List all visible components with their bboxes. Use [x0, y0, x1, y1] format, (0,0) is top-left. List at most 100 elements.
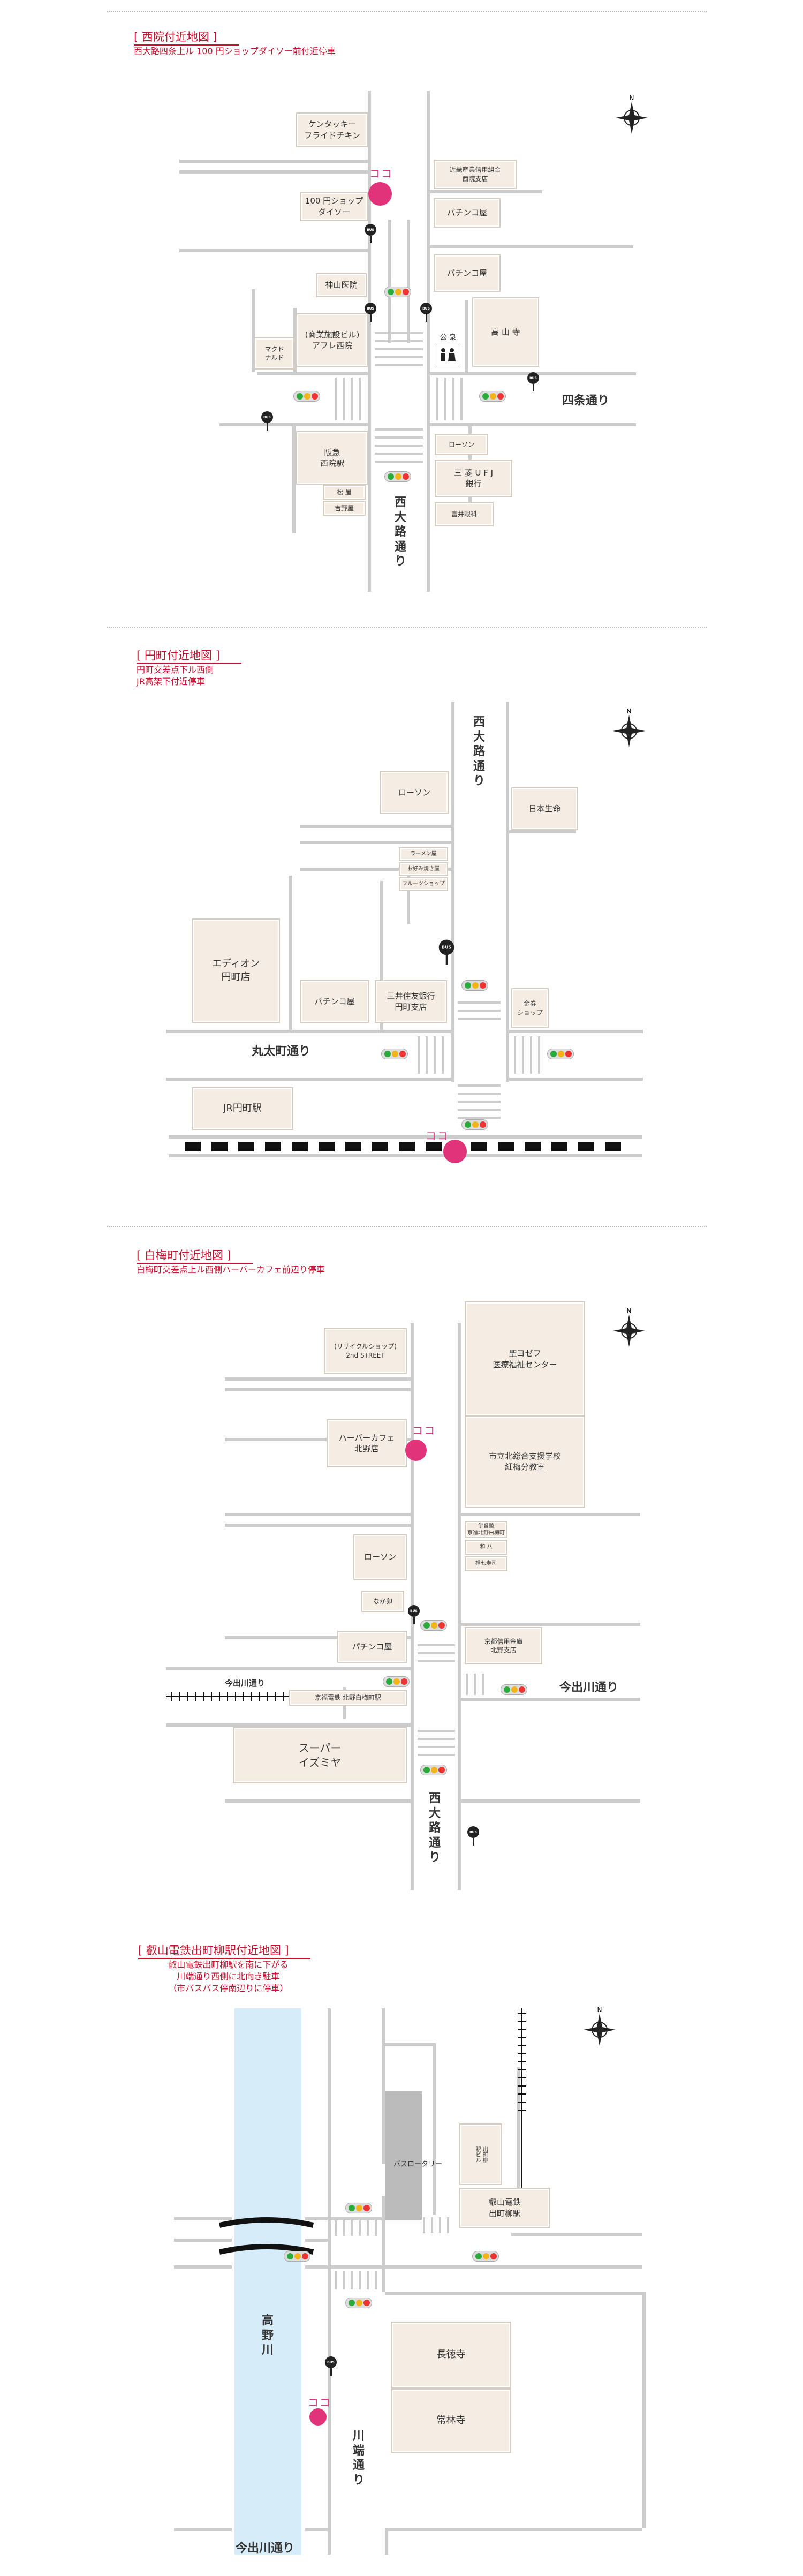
building-edion: エディオン 円町店 — [192, 918, 280, 1023]
traffic-signal-icon — [293, 391, 320, 402]
street-imadegawa-small: 今出川通り — [225, 1678, 266, 1688]
building-wahachi: 和 八 — [465, 1540, 507, 1555]
building-kamiyama-clinic: 神山医院 — [316, 273, 367, 297]
north-compass-icon: N — [610, 707, 648, 750]
building-pachinko: パチンコ屋 — [300, 980, 369, 1023]
building-ticket-shop: 金券 ショップ — [511, 988, 549, 1028]
bus-stop-icon: BUS — [420, 303, 432, 322]
section-divider — [107, 627, 707, 628]
bus-stop-icon: BUS — [365, 224, 376, 243]
bus-stop-icon: BUS — [365, 303, 376, 322]
building-st-joseph-center: 聖ヨゼフ 医療福祉センター — [465, 1301, 585, 1417]
public-toilet-icon: 公 衆 — [435, 334, 460, 368]
pickup-location-marker[interactable] — [405, 1440, 427, 1461]
section-title: [ 西院付近地図 ] — [134, 29, 239, 46]
here-label: ココ — [308, 2396, 331, 2409]
street-nishioji: 西 大 路 通 り — [473, 715, 485, 788]
building-special-school: 市立北総合支援学校 紅梅分教室 — [465, 1417, 585, 1508]
traffic-signal-icon — [383, 1676, 410, 1687]
traffic-signal-icon — [501, 1684, 527, 1695]
traffic-signal-icon — [461, 1119, 488, 1130]
bridge-icon — [218, 2217, 314, 2228]
jr-railway-track — [185, 1142, 621, 1151]
building-hankyu-saiin-station: 阪急 西院駅 — [296, 431, 368, 485]
road-layer — [166, 1323, 640, 1890]
building-takayama-temple: 高 山 寺 — [472, 297, 539, 367]
building-sushi: 播七寿司 — [465, 1556, 507, 1571]
svg-text:N: N — [627, 707, 632, 715]
traffic-signal-icon — [461, 980, 488, 991]
north-compass-icon: N — [613, 94, 650, 137]
building-2nd-street: (リサイクルショップ) 2nd STREET — [324, 1328, 407, 1374]
building-lawson: ローソン — [380, 771, 449, 814]
building-daiso: 100 円ショップ ダイソー — [300, 192, 368, 221]
street-imadegawa: 今出川通り — [236, 2542, 295, 2555]
traffic-signal-icon — [472, 2251, 499, 2262]
building-kyoto-shinkin-bank: 京都信用金庫 北野支店 — [465, 1627, 542, 1664]
section-header-saiin: [ 西院付近地図 ] 西大路四条上ル 100 円ショップダイソー前付近停車 — [134, 29, 336, 57]
bus-stop-icon: BUS — [527, 372, 539, 391]
pickup-location-marker[interactable] — [309, 2408, 327, 2426]
street-marutamachi: 丸太町通り — [252, 1045, 311, 1058]
section-subtitle: 白梅町交差点上ル西側ハーバーカフェ前辺り停車 — [137, 1264, 325, 1275]
svg-text:N: N — [630, 94, 634, 102]
svg-text:N: N — [627, 1307, 632, 1315]
section-title: [ 叡山電鉄出町柳駅付近地図 ] — [138, 1943, 310, 1960]
traffic-signal-icon — [345, 2298, 372, 2308]
building-chotokuji-temple: 長徳寺 — [391, 2322, 511, 2389]
bus-rotary-label: バスロータリー — [393, 2160, 443, 2168]
building-lawson: ローソン — [353, 1534, 407, 1580]
building-lawson: ローソン — [435, 434, 488, 455]
toilet-label: 公 衆 — [440, 334, 457, 342]
building-nippon-life: 日本生命 — [511, 787, 578, 830]
street-shijo: 四条通り — [562, 394, 610, 408]
building-matsuya: 松 屋 — [323, 485, 366, 500]
north-compass-icon: N — [581, 2006, 618, 2048]
traffic-signal-icon — [420, 1765, 447, 1775]
building-kinki-bank: 近畿産業信用組合 西院支店 — [434, 160, 517, 189]
building-ramen: ラーメン屋 — [399, 847, 448, 861]
section-header-demachiyanagi: [ 叡山電鉄出町柳駅付近地図 ] 叡山電鉄出町柳駅を南に下がる 川端通り西側に北… — [138, 1943, 310, 1994]
bus-stop-icon: BUS — [325, 2356, 337, 2376]
section-subtitle: 西大路四条上ル 100 円ショップダイソー前付近停車 — [134, 46, 336, 57]
north-compass-icon: N — [610, 1307, 648, 1350]
building-tomii-eye-clinic: 富井眼科 — [435, 502, 494, 526]
pickup-location-marker[interactable] — [443, 1140, 467, 1163]
building-pachinko-2: パチンコ屋 — [434, 254, 501, 292]
building-demachiyanagi-station-building: 出町柳 駅ビル — [459, 2123, 502, 2185]
pickup-location-marker[interactable] — [368, 182, 392, 206]
bus-stop-icon: BUS — [261, 411, 273, 431]
building-fruit-shop: フルーツショップ — [399, 877, 448, 891]
building-nakau: なか卯 — [361, 1591, 404, 1612]
section-subtitle: 叡山電鉄出町柳駅を南に下がる 川端通り西側に北向き駐車 （市バスバス停南辺りに停… — [168, 1960, 289, 1993]
building-kfc: ケンタッキー フライドチキン — [296, 112, 368, 147]
eizan-railway-track — [518, 2008, 526, 2198]
here-label: ココ — [426, 1129, 449, 1142]
traffic-signal-icon — [420, 1620, 447, 1631]
bus-stop-icon: BUS — [408, 1605, 420, 1624]
building-jr-emmachi-station: JR円町駅 — [192, 1087, 293, 1130]
section-title: [ 円町付近地図 ] — [137, 648, 241, 665]
traffic-signal-icon — [384, 287, 411, 297]
building-mcdonalds: マクド ナルド — [254, 337, 294, 370]
bus-stop-icon: BUS — [438, 939, 454, 965]
svg-text:N: N — [597, 2006, 602, 2014]
traffic-signal-icon — [479, 391, 506, 402]
here-label: ココ — [369, 167, 393, 180]
building-mufg-bank: 三 菱 U F J 銀行 — [435, 460, 512, 497]
building-pachinko: パチンコ屋 — [337, 1631, 407, 1663]
bus-rotary-area — [385, 2091, 422, 2220]
building-jorinji-temple: 常林寺 — [391, 2389, 511, 2453]
bridge-icon — [218, 2244, 314, 2255]
traffic-signal-icon — [381, 1049, 408, 1059]
traffic-signal-icon — [345, 2203, 372, 2213]
section-divider — [107, 1226, 707, 1227]
bus-stop-icon: BUS — [467, 1826, 479, 1846]
building-afure-saiin: (商業施設ビル) アフレ西院 — [296, 313, 368, 367]
building-eizan-demachiyanagi-station: 叡山電鉄 出町柳駅 — [459, 2188, 550, 2228]
street-nishioji: 西 大 路 通 り — [394, 496, 406, 568]
section-title: [ 白梅町付近地図 ] — [137, 1248, 253, 1264]
traffic-signal-icon — [547, 1049, 574, 1059]
building-cram-school: 学習塾 京進北野白梅町 — [465, 1521, 507, 1538]
building-izumiya: スーパー イズミヤ — [233, 1727, 407, 1783]
